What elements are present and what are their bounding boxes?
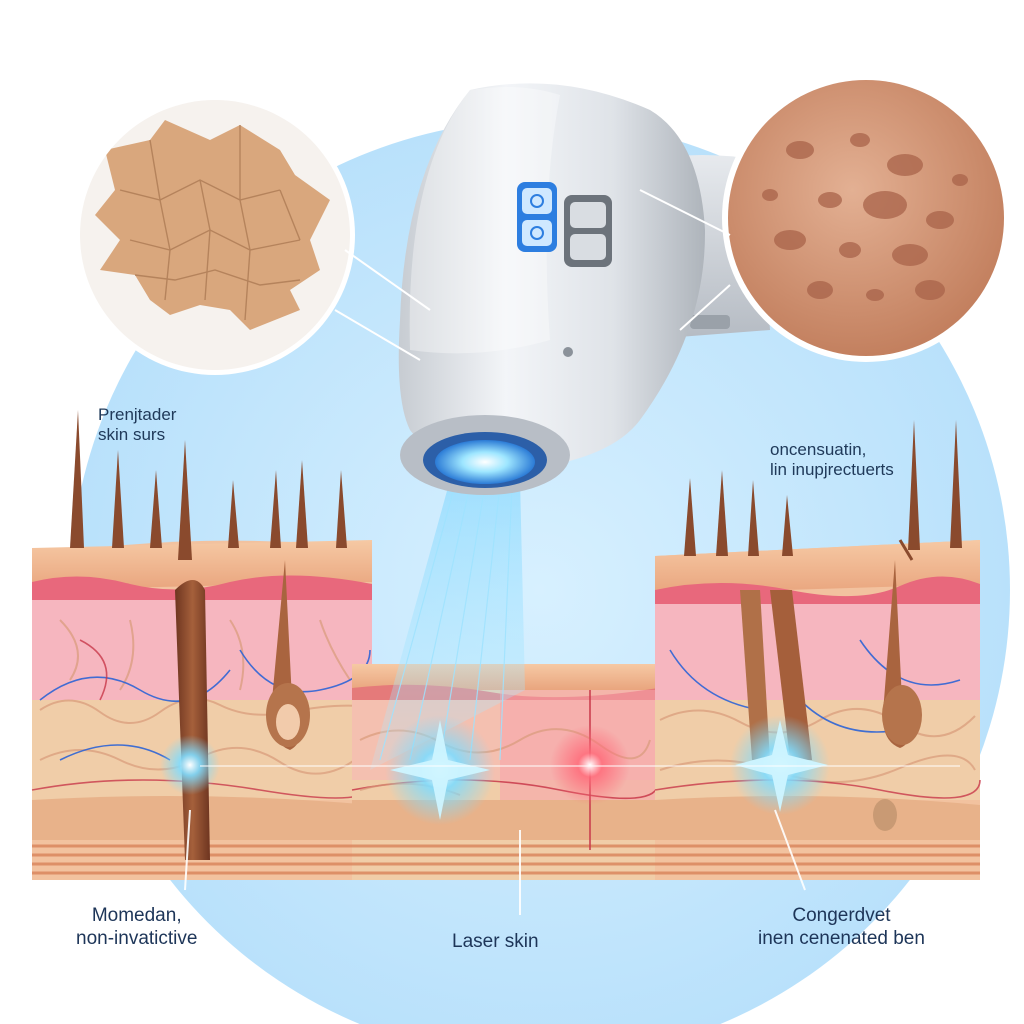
label-top-left-line-2: skin surs: [98, 425, 166, 445]
label-top-right-line-2: lin inupjrectuerts: [770, 460, 894, 480]
label-bottom-right: Congerdvet inen cenenated ben: [758, 905, 925, 951]
button-mode-icon: [564, 195, 612, 267]
label-top-right-line-1: oncensuatin,: [770, 440, 867, 459]
label-bottom-center-line-1: Laser skin: [452, 931, 539, 952]
skin-block-left: [31, 410, 374, 880]
laser-handpiece-icon: [398, 83, 770, 495]
laser-beam: [200, 480, 960, 825]
label-pointers: [184, 809, 806, 915]
label-top-left-line-1: Prenjtader: [98, 405, 177, 424]
skin-block-right: [654, 420, 981, 880]
label-top-left: Prenjtader skin surs: [98, 405, 176, 446]
label-bottom-right-line-1: Congerdvet: [792, 905, 891, 926]
label-bottom-left: Momedan, non-invatictive: [76, 905, 197, 951]
label-bottom-left-line-1: Momedan,: [91, 905, 182, 926]
magnifier-cracked-skin-icon: [75, 95, 431, 375]
magnifier-scarred-skin-icon: [639, 74, 1010, 362]
label-bottom-right-line-2: inen cenenated ben: [758, 927, 925, 949]
label-bottom-left-line-2: non-invatictive: [76, 927, 198, 949]
label-top-right: oncensuatin, lin inupjrectuerts: [770, 440, 894, 481]
label-bottom-center: Laser skin: [452, 931, 539, 954]
button-power-icon: [517, 182, 557, 252]
